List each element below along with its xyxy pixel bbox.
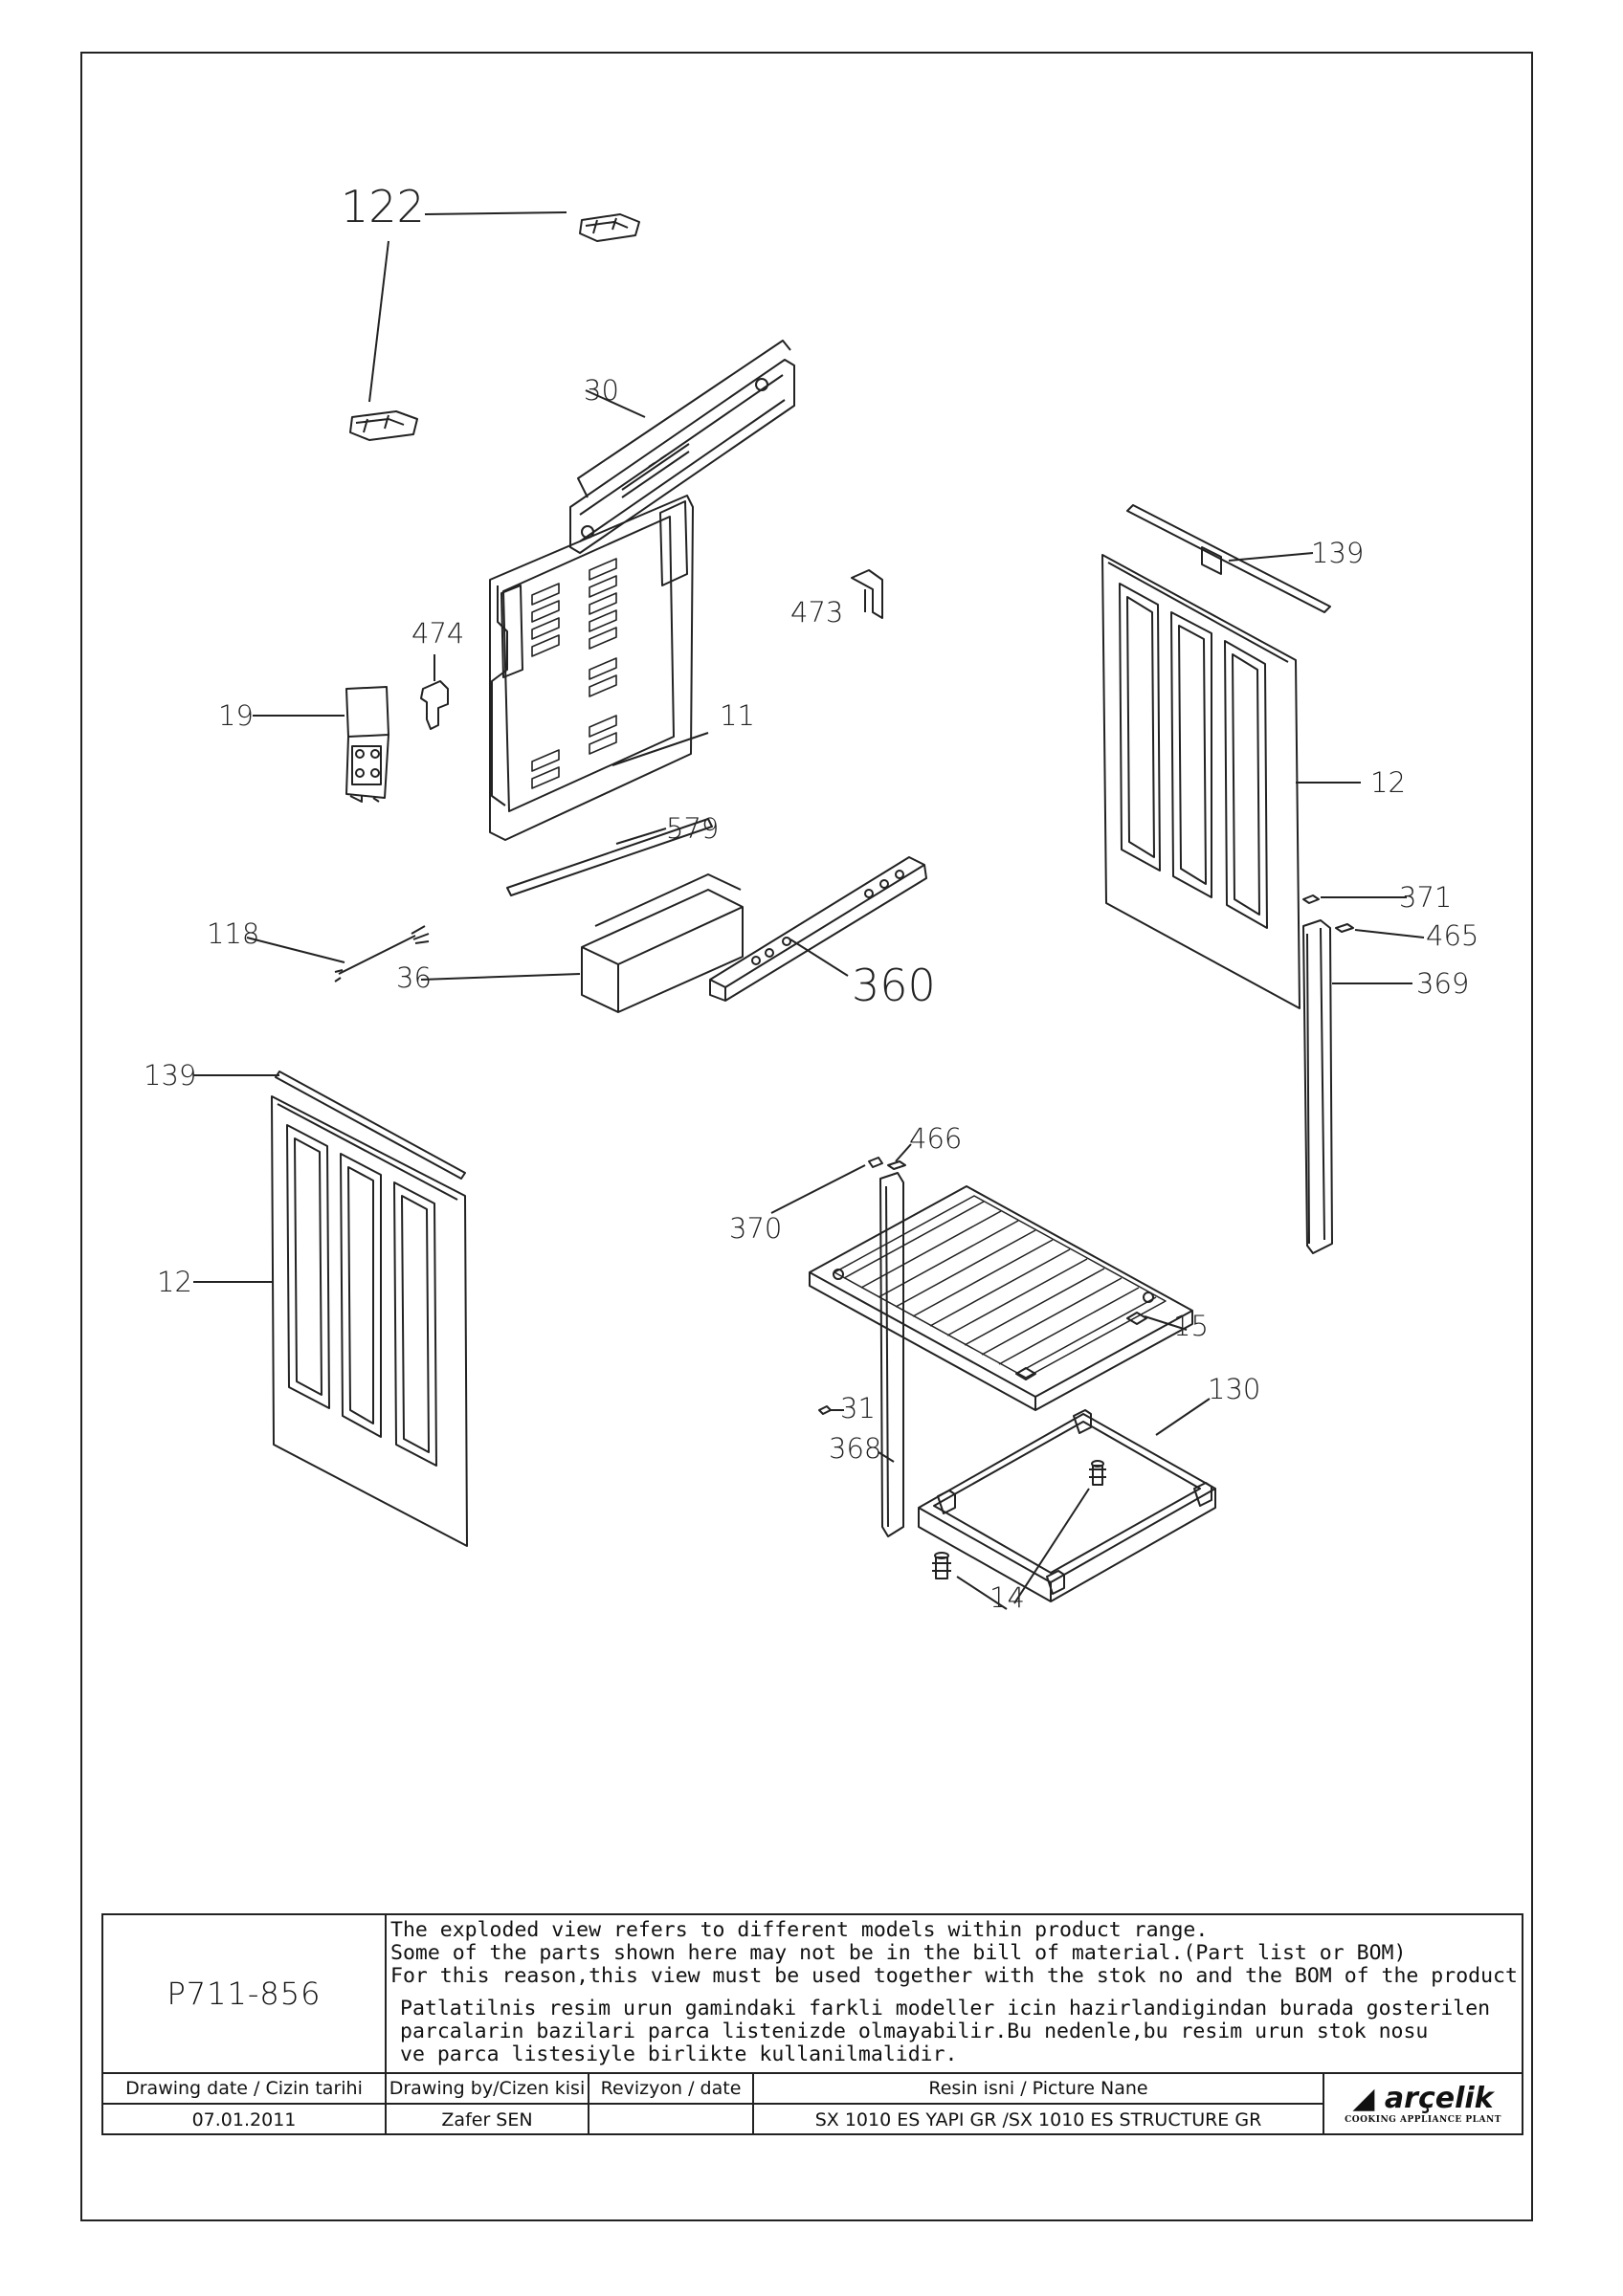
callout-139-right: 139 [1311,537,1364,569]
leader-14-a [956,1576,1008,1610]
callout-12-right: 12 [1370,766,1406,799]
leader-139-right [1228,552,1314,562]
callout-369: 369 [1416,967,1469,1000]
drawing-date: 07.01.2011 [103,2105,387,2135]
header-picture-name: Resin isni / Picture Nane [754,2074,1324,2103]
leader-465 [1354,929,1425,938]
callout-12-left: 12 [157,1266,192,1298]
header-drawing-date: Drawing date / Cizin tarihi [103,2074,387,2103]
header-revision: Revizyon / date [589,2074,754,2103]
callout-368: 368 [829,1432,881,1465]
callout-579: 579 [666,812,719,845]
callout-473: 473 [790,596,843,629]
part-15-bottom-plate [809,1185,1193,1411]
note-en-2: Some of the parts shown here may not be … [390,1941,1407,1965]
leader-122-b [368,240,389,403]
callout-11: 11 [720,699,755,732]
part-473-clip [851,569,883,619]
part-12-side-panel-right [1101,554,1301,1009]
note-en-1: The exploded view refers to different mo… [390,1918,1209,1942]
callout-118: 118 [207,917,259,950]
part-19-terminal-block [345,686,389,803]
part-31-screw [818,1405,832,1415]
note-tr-2: parcalarin bazilari parca listenizde olm… [400,2020,1429,2043]
part-130-base-frame [918,1409,1216,1602]
divider [103,2072,1522,2074]
part-118-cable [334,925,430,982]
callout-370: 370 [729,1212,782,1245]
leader-368 [878,1451,895,1463]
note-tr-3: ve parca listesiyle birlikte kullanilmal… [400,2042,958,2066]
part-14-foot-right [1089,1460,1106,1486]
document-number: P711-856 [103,1915,387,2072]
divider [103,2103,1324,2105]
callout-15: 15 [1173,1310,1209,1342]
logo-wordmark: ◢ arçelik [1352,2085,1493,2113]
callout-360: 360 [852,960,936,1011]
part-122-left [349,410,418,441]
leader-579 [615,828,667,845]
part-369-vertical-rail [1302,919,1333,1254]
drawn-by: Zafer SEN [387,2105,589,2135]
part-11-back-panel [489,495,694,841]
leader-130 [1155,1398,1211,1436]
part-579-strip [506,818,713,896]
callout-14: 14 [989,1581,1025,1614]
part-368-vertical-rail [879,1172,904,1537]
callout-371: 371 [1399,881,1452,914]
leader-118 [246,937,345,963]
callout-36: 36 [396,961,432,994]
disclaimer-notes: The exploded view refers to different mo… [387,1915,1522,2072]
picture-name: SX 1010 ES YAPI GR /SX 1010 ES STRUCTURE… [754,2105,1324,2135]
company-logo: ◢ arçelik COOKING APPLIANCE PLANT [1324,2074,1522,2135]
leader-122-a [424,211,567,215]
leader-30 [585,389,646,418]
part-36-insulation-block [581,873,744,1013]
title-block: P711-856 The exploded view refers to dif… [101,1913,1523,2135]
note-en-3: For this reason,this view must be used t… [390,1964,1518,1988]
drawing-frame [80,52,1533,2221]
part-12-side-panel-left [271,1095,468,1547]
part-370-clip [868,1157,883,1168]
part-371-clip [1302,894,1320,904]
part-474-bracket [420,680,449,730]
part-139-top-strip-left [275,1071,466,1180]
leader-360 [789,938,849,977]
part-30-control-rail [569,340,795,554]
note-tr-1: Patlatilnis resim urun gamindaki farkli … [400,1997,1491,2020]
callout-139-left: 139 [144,1059,196,1092]
leader-11 [611,732,709,766]
callout-30: 30 [584,374,619,407]
logo-subtitle: COOKING APPLIANCE PLANT [1345,2115,1501,2125]
callout-474: 474 [411,617,464,650]
callout-19: 19 [218,699,254,732]
leader-15 [1144,1315,1188,1331]
part-465 [1335,923,1354,933]
leader-370 [770,1164,866,1214]
part-360-rail [709,856,927,1002]
revision [589,2105,754,2135]
callout-130: 130 [1208,1373,1260,1405]
leader-36 [420,973,581,981]
leader-14-b [1013,1488,1090,1604]
part-122-top [579,213,640,242]
header-drawn-by: Drawing by/Cizen kisi [387,2074,589,2103]
part-466 [887,1160,906,1170]
callout-466: 466 [909,1122,962,1155]
callout-31: 31 [840,1392,876,1424]
part-14-foot-left [932,1552,951,1579]
part-139-top-strip-right [1126,504,1331,613]
logo-text: arçelik [1384,2082,1494,2115]
leader-466 [895,1143,912,1162]
callout-465: 465 [1426,919,1478,952]
callout-122: 122 [341,181,425,232]
logo-swoosh-icon: ◢ [1352,2082,1375,2115]
